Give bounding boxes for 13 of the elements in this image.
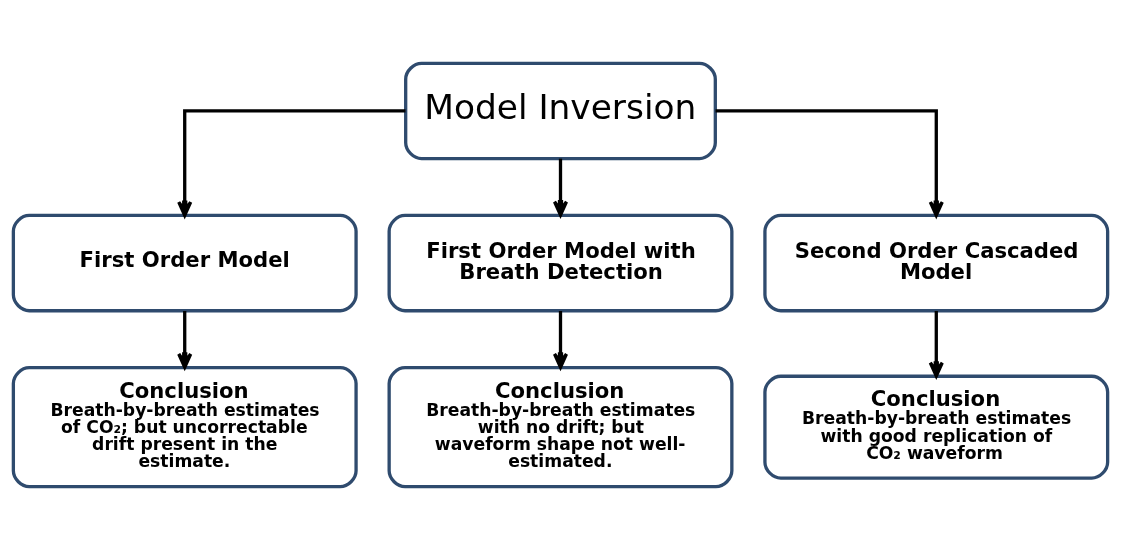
- node-box: Model Inversion: [404, 61, 717, 161]
- arrow: [928, 311, 944, 378]
- node-box: First Order Model: [11, 213, 358, 313]
- arrow: [552, 158, 569, 217]
- arrow: [177, 311, 193, 369]
- arrow: [177, 109, 406, 217]
- node-box: Conclusion Breath-by-breath estimates of CO₂; but uncorrectable drift present in the estimate.: [11, 365, 358, 489]
- arrow: [715, 109, 944, 217]
- node-box: Second Order Cascaded Model: [763, 213, 1110, 313]
- arrow: [552, 311, 569, 369]
- node-box: Conclusion Breath-by-breath estimates with good replication of CO₂ waveform: [763, 374, 1110, 480]
- node-box: First Order Model with Breath Detection: [387, 213, 734, 313]
- node-box: Conclusion Breath-by-breath estimates with no drift; but waveform shape not well-estimated.: [387, 365, 734, 489]
